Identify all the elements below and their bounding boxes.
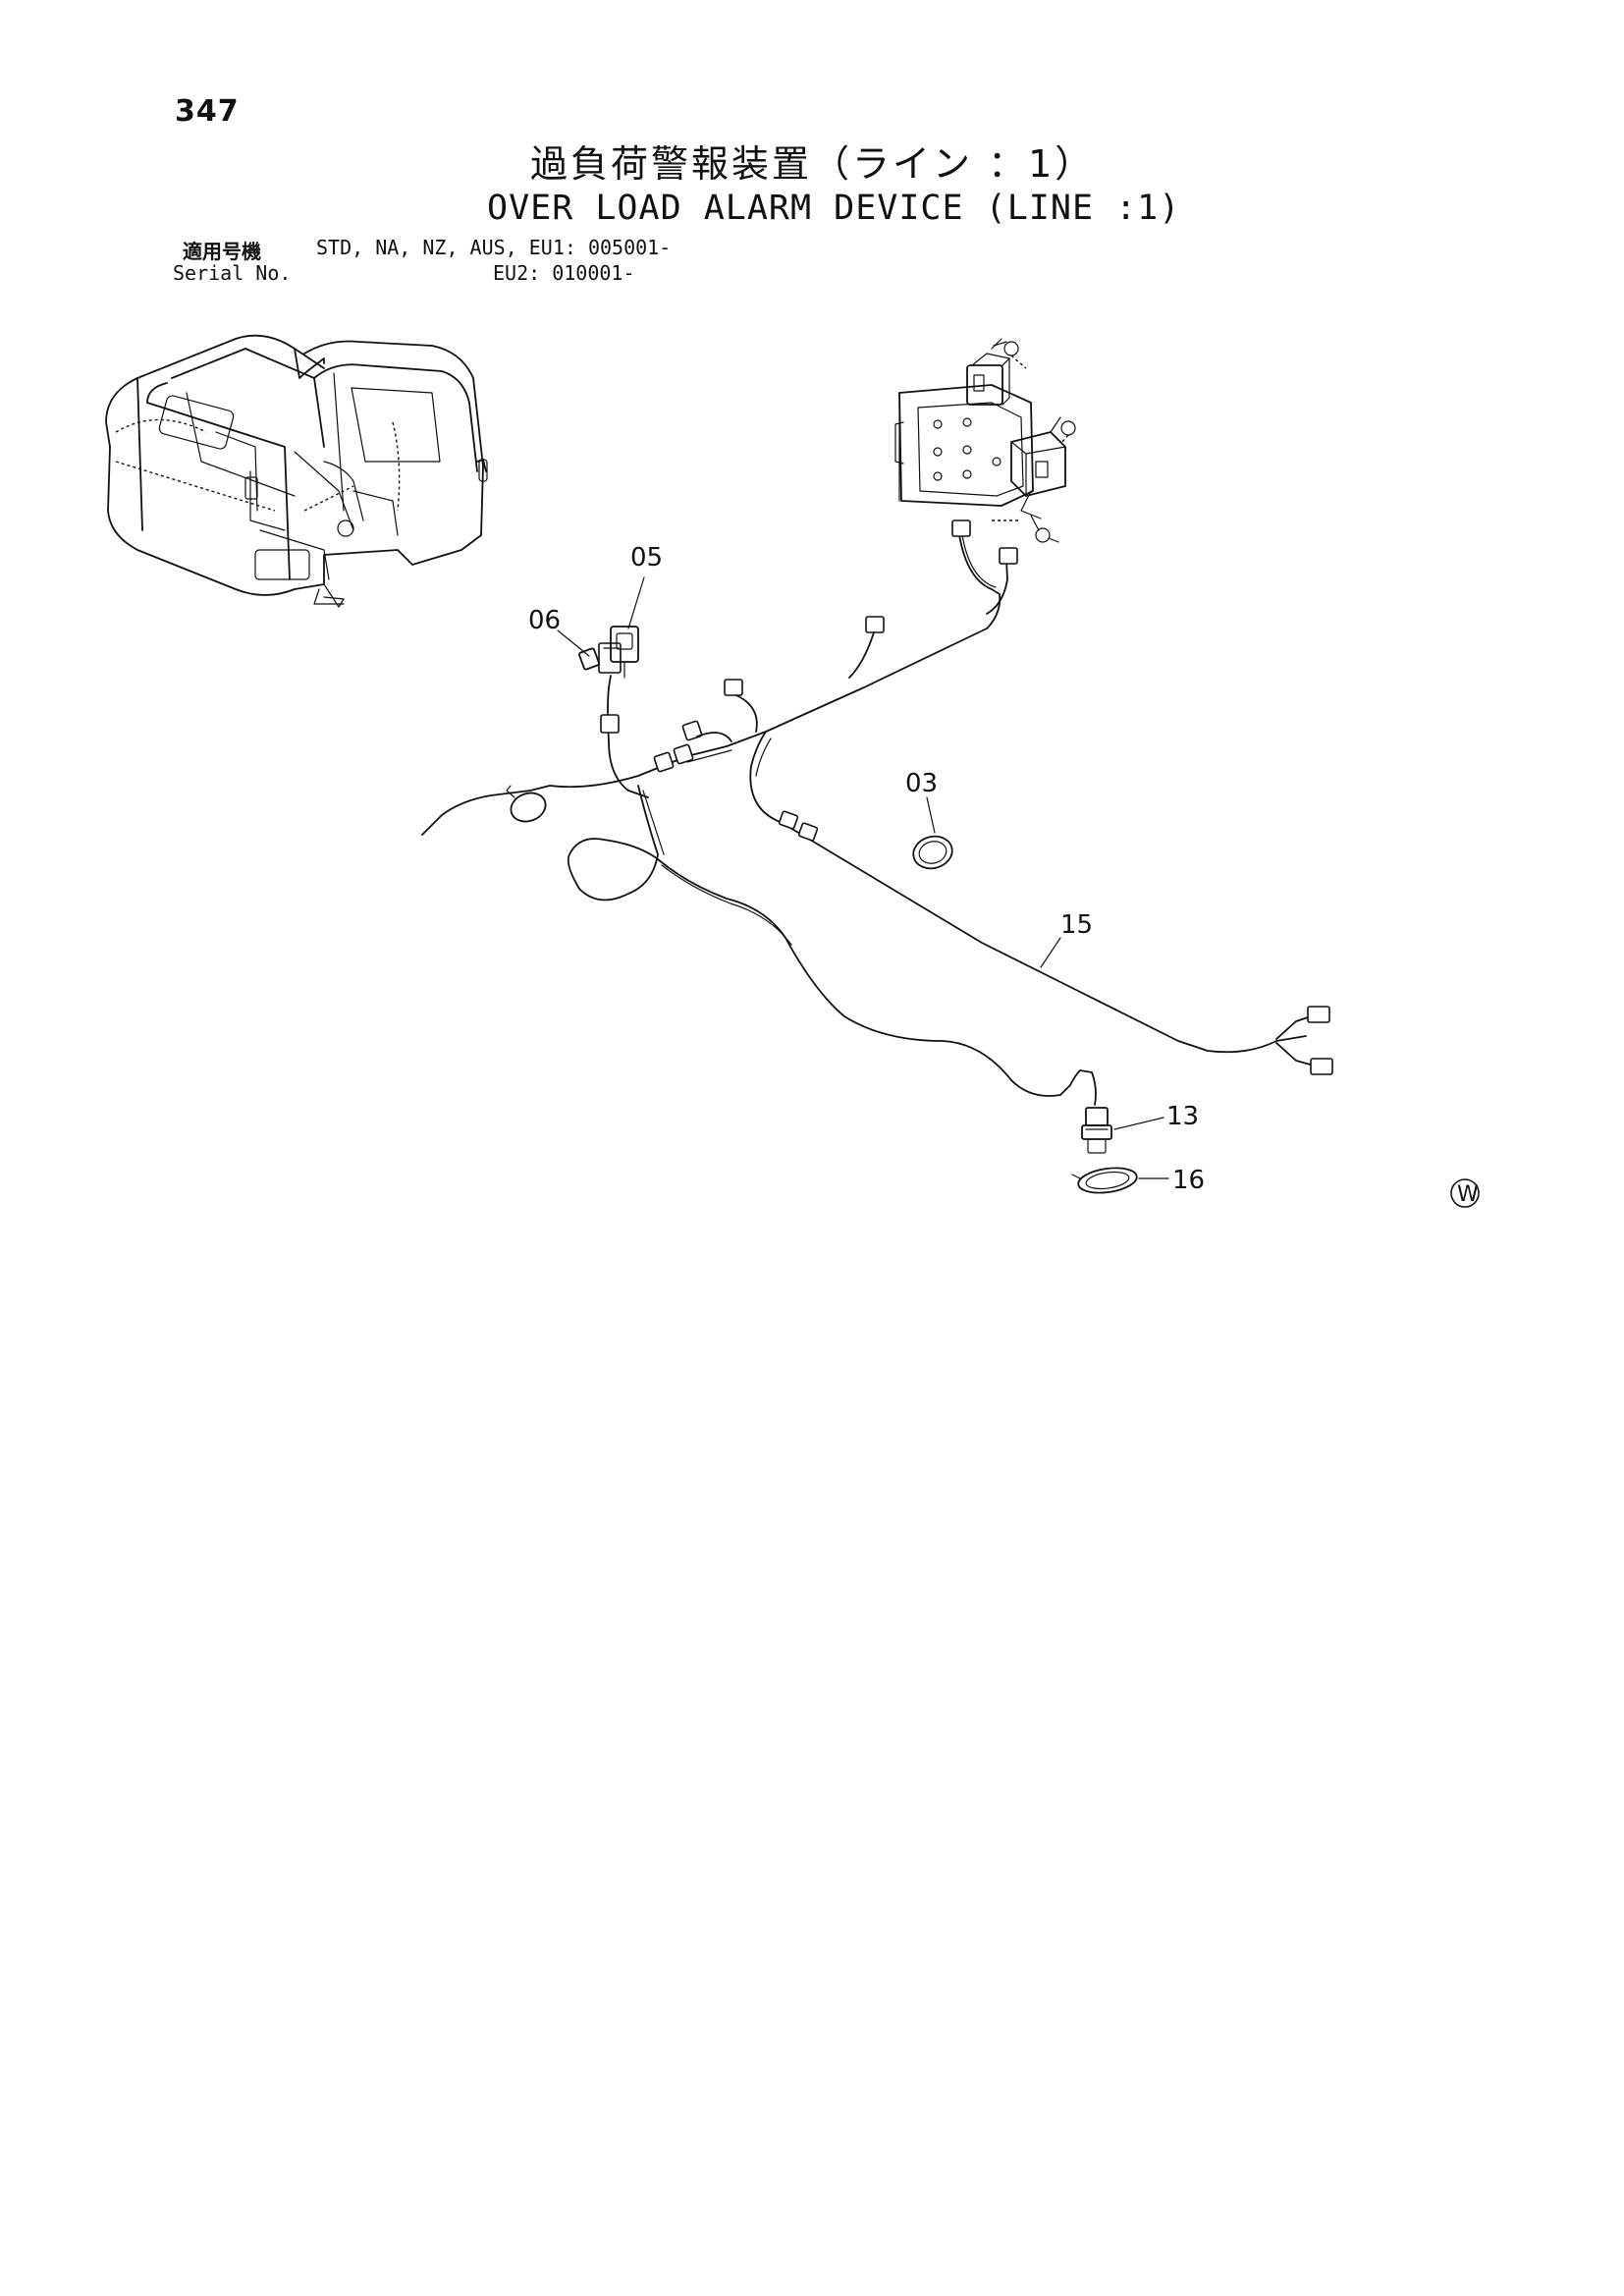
wire-harness — [421, 519, 1333, 1106]
serial-label-japanese: 適用号機 — [183, 240, 261, 263]
part-13-pressure-sensor — [1081, 1107, 1112, 1154]
callout-13: 13 — [1166, 1102, 1199, 1131]
relay-bracket-assembly — [894, 338, 1076, 543]
part-05-switch — [610, 626, 639, 679]
serial-range-1: STD, NA, NZ, AUS, EU1: 005001- — [316, 236, 672, 259]
w-mark-text: W — [1457, 1182, 1479, 1207]
callout-03: 03 — [905, 769, 938, 798]
page-title-english: OVER LOAD ALARM DEVICE (LINE :1) — [487, 189, 1181, 228]
circled-w-mark: W — [1450, 1178, 1480, 1208]
page-title-japanese: 過負荷警報装置（ライン ：1） — [530, 142, 1096, 186]
callout-15: 15 — [1060, 910, 1093, 940]
part-16-ring — [1071, 1167, 1138, 1194]
serial-label-english: Serial No. — [173, 261, 292, 285]
page-number: 347 — [175, 94, 240, 129]
part-03-clamp — [912, 835, 953, 870]
callout-16: 16 — [1172, 1166, 1205, 1195]
callout-05: 05 — [630, 543, 663, 573]
clamp-left — [506, 785, 547, 823]
part-06-connector — [578, 647, 600, 671]
serial-range-2: EU2: 010001- — [493, 261, 635, 285]
cab-overview-illustration — [105, 334, 488, 608]
callout-06: 06 — [528, 606, 561, 635]
callout-leaders — [557, 576, 1169, 1179]
